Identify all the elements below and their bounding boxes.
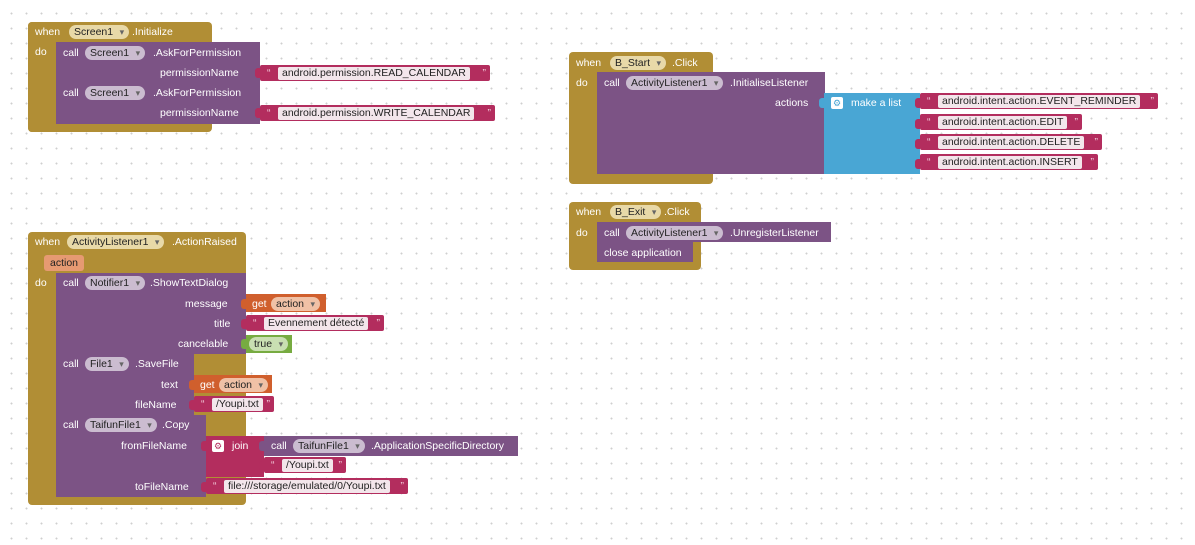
- component-dropdown[interactable]: Screen1: [85, 46, 146, 60]
- component-dropdown[interactable]: TaifunFile1: [293, 439, 365, 453]
- gear-icon[interactable]: ⚙: [212, 440, 224, 452]
- do-keyword: do: [35, 46, 47, 58]
- call-keyword: call: [63, 277, 79, 289]
- call-keyword: call: [271, 440, 287, 452]
- event-name: .Click: [664, 206, 690, 218]
- text-block[interactable]: /Youpi.txt: [194, 396, 274, 412]
- list-item-0[interactable]: android.intent.action.EVENT_REMINDER: [938, 95, 1141, 108]
- text-value[interactable]: android.permission.READ_CALENDAR: [278, 67, 470, 80]
- get-keyword: get: [252, 298, 267, 310]
- boolean-dropdown[interactable]: true: [249, 337, 289, 351]
- param-label: fromFileName: [121, 440, 187, 452]
- when-keyword: when: [35, 236, 61, 248]
- param-label: fileName: [135, 399, 177, 411]
- call-keyword: call: [604, 77, 620, 89]
- text-block[interactable]: file:///storage/emulated/0/Youpi.txt: [206, 478, 408, 494]
- list-item-2[interactable]: android.intent.action.DELETE: [938, 136, 1085, 149]
- event-parameter[interactable]: action: [44, 255, 85, 271]
- component-dropdown[interactable]: File1: [85, 357, 129, 371]
- param-label: cancelable: [178, 338, 229, 350]
- method-name: .Copy: [162, 419, 190, 431]
- call-keyword: call: [63, 87, 79, 99]
- when-keyword: when: [576, 206, 602, 218]
- get-keyword: get: [200, 379, 215, 391]
- text-value[interactable]: file:///storage/emulated/0/Youpi.txt: [224, 480, 390, 493]
- text-value[interactable]: /Youpi.txt: [282, 459, 333, 472]
- text-value[interactable]: android.permission.WRITE_CALENDAR: [278, 107, 475, 120]
- event-name: .Click: [672, 57, 698, 69]
- do-keyword: do: [576, 77, 588, 89]
- close-application-label: close application: [604, 247, 682, 259]
- text-block[interactable]: android.intent.action.EVENT_REMINDER: [920, 93, 1158, 109]
- do-keyword: do: [35, 277, 47, 289]
- param-label: permissionName: [160, 107, 239, 119]
- component-dropdown[interactable]: Notifier1: [85, 276, 146, 290]
- close-application-block[interactable]: [597, 242, 693, 262]
- variable-dropdown[interactable]: action: [271, 297, 321, 311]
- make-list-label: make a list: [851, 97, 902, 109]
- list-item-1[interactable]: android.intent.action.EDIT: [938, 116, 1068, 129]
- text-block[interactable]: android.permission.READ_CALENDAR: [260, 65, 490, 81]
- list-item-3[interactable]: android.intent.action.INSERT: [938, 156, 1082, 169]
- text-value[interactable]: /Youpi.txt: [212, 398, 263, 411]
- component-dropdown[interactable]: Screen1: [85, 86, 146, 100]
- component-dropdown[interactable]: ActivityListener1: [67, 235, 165, 249]
- call-keyword: call: [63, 419, 79, 431]
- param-label: title: [214, 318, 231, 330]
- text-block[interactable]: /Youpi.txt: [264, 457, 346, 473]
- method-name: .AskForPermission: [153, 87, 242, 99]
- do-keyword: do: [576, 227, 588, 239]
- param-label: message: [185, 298, 228, 310]
- text-block[interactable]: android.intent.action.INSERT: [920, 154, 1098, 170]
- join-label: join: [232, 440, 249, 452]
- text-block[interactable]: android.intent.action.EDIT: [920, 114, 1082, 130]
- param-label: actions: [775, 97, 809, 109]
- text-block[interactable]: Evennement détecté: [246, 315, 384, 331]
- variable-dropdown[interactable]: action: [219, 378, 269, 392]
- text-block[interactable]: android.intent.action.DELETE: [920, 134, 1102, 150]
- text-value[interactable]: Evennement détecté: [264, 317, 369, 330]
- call-keyword: call: [63, 358, 79, 370]
- param-label: permissionName: [160, 67, 239, 79]
- method-name: .UnregisterListener: [730, 227, 819, 239]
- component-dropdown[interactable]: B_Start: [610, 56, 667, 70]
- param-label: toFileName: [135, 481, 189, 493]
- call-keyword: call: [63, 47, 79, 59]
- method-name: .ShowTextDialog: [150, 277, 229, 289]
- component-dropdown[interactable]: B_Exit: [610, 205, 662, 219]
- component-dropdown[interactable]: ActivityListener1: [626, 226, 724, 240]
- when-keyword: when: [35, 26, 61, 38]
- method-name: .InitialiseListener: [730, 77, 809, 89]
- gear-icon[interactable]: ⚙: [831, 97, 843, 109]
- when-keyword: when: [576, 57, 602, 69]
- call-keyword: call: [604, 227, 620, 239]
- method-name: .SaveFile: [135, 358, 179, 370]
- component-dropdown[interactable]: Screen1: [69, 25, 130, 39]
- method-name: .AskForPermission: [153, 47, 242, 59]
- component-dropdown[interactable]: ActivityListener1: [626, 76, 724, 90]
- param-label: text: [161, 379, 178, 391]
- component-dropdown[interactable]: TaifunFile1: [85, 418, 157, 432]
- method-name: .ApplicationSpecificDirectory: [371, 440, 505, 452]
- text-block[interactable]: android.permission.WRITE_CALENDAR: [260, 105, 495, 121]
- event-name: .ActionRaised: [172, 236, 237, 248]
- event-name: .Initialize: [132, 26, 173, 38]
